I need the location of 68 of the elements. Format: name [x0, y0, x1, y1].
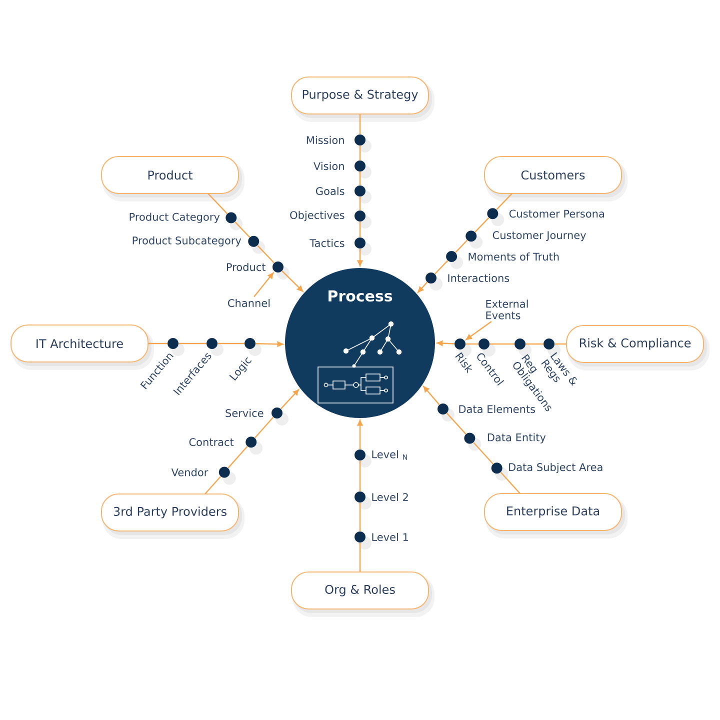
- connector-line: [434, 260, 448, 274]
- annotation-text: External Events: [486, 300, 528, 320]
- dot-label: Objectives: [290, 210, 344, 222]
- dot-label: Contract: [189, 438, 234, 446]
- dot-label: Interactions: [448, 274, 510, 282]
- dot-label: Product Category: [130, 212, 220, 223]
- connector-line: [526, 343, 544, 345]
- connector-line: [455, 240, 468, 253]
- connector-line: [204, 476, 222, 494]
- rounded-box: Risk & Compliance: [566, 325, 710, 370]
- arrow: [466, 321, 492, 340]
- dot-label: Customer Journey: [492, 231, 586, 242]
- dot-label: Goals: [316, 186, 344, 196]
- rounded-box: Enterprise Data: [484, 493, 628, 538]
- dot-label: Data Subject Area: [509, 462, 602, 474]
- arrow: [254, 272, 274, 298]
- dot-label: Vendor: [171, 468, 208, 476]
- connector-line: [359, 146, 361, 160]
- connector-line: [359, 172, 361, 186]
- connector-line: [257, 245, 274, 264]
- connector-line: [554, 343, 566, 345]
- connector-line: [474, 217, 490, 232]
- dot-label: Level 1: [372, 532, 408, 542]
- arrow: [357, 248, 363, 266]
- connector-line: [148, 342, 168, 344]
- connector-line: [500, 472, 520, 494]
- connector-line: [359, 460, 361, 492]
- connector-line: [359, 114, 361, 134]
- rounded-box: Customers: [484, 156, 628, 202]
- dot-label: Moments of Truth: [468, 252, 559, 261]
- dot-label: Service: [226, 408, 264, 418]
- dot-label: Product Subcategory: [132, 236, 242, 246]
- connector-line: [254, 416, 274, 438]
- dot-label: Data Entity: [488, 433, 546, 444]
- connector-line: [234, 222, 250, 238]
- rounded-box: Purpose & Strategy: [291, 76, 434, 122]
- rounded-box: 3rd Party Providers: [101, 494, 244, 539]
- dot-label: Tactics: [310, 238, 344, 248]
- rounded-box: IT Architecture: [10, 324, 154, 370]
- dot-label: Product: [226, 262, 266, 272]
- connector-line: [359, 502, 361, 532]
- arrow: [280, 389, 300, 410]
- connector-line: [359, 542, 361, 572]
- dot-label: Customer Persona: [509, 210, 604, 218]
- connector-line: [218, 342, 244, 344]
- annotation-text: Channel: [228, 298, 270, 308]
- connector-line: [228, 446, 248, 468]
- dot-label: Mission: [306, 136, 344, 144]
- dot-label: Level 2: [372, 492, 408, 502]
- dot-label: Level $_{N}$: [372, 450, 408, 460]
- arrow: [418, 282, 428, 293]
- connector-line: [490, 343, 514, 345]
- connector-line: [178, 342, 206, 344]
- connector-line: [496, 193, 512, 210]
- connector-line: [359, 196, 361, 210]
- connector-line: [208, 193, 228, 214]
- dot-label: Vision: [314, 162, 344, 170]
- arrow: [423, 386, 440, 406]
- connector-line: [466, 343, 478, 345]
- rounded-box: Org & Roles: [291, 572, 434, 617]
- arrow: [282, 270, 304, 292]
- connector-line: [446, 412, 466, 434]
- connector-line: [473, 442, 494, 464]
- arrow: [357, 420, 363, 450]
- arrow: [256, 341, 284, 347]
- rounded-box: Product: [101, 156, 244, 202]
- connector-line: [359, 222, 361, 238]
- arrow: [436, 340, 454, 346]
